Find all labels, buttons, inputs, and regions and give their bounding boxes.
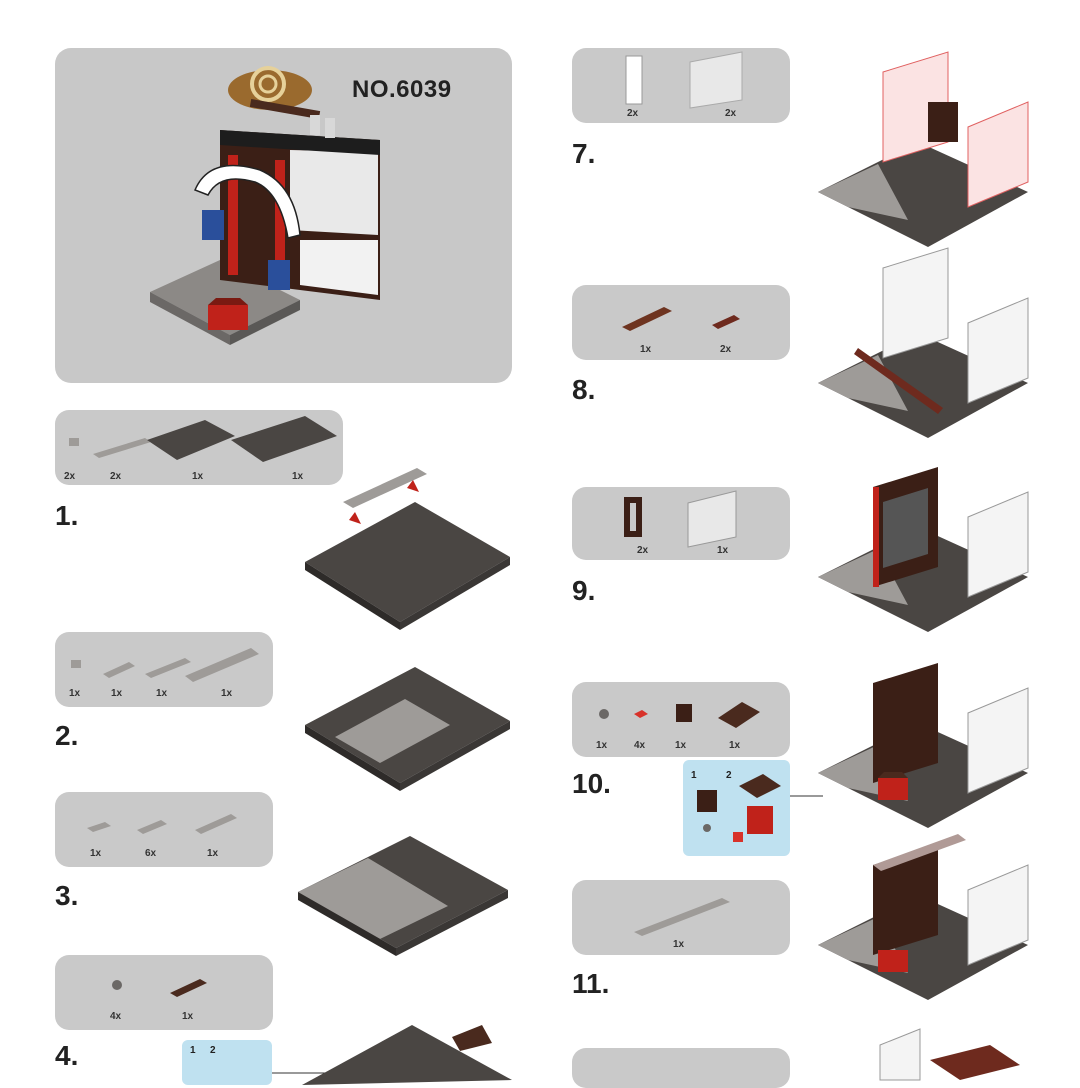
step-3-assembly (298, 836, 508, 956)
step-2-number: 2. (55, 720, 79, 751)
step-7-number: 7. (572, 138, 596, 169)
step-10-subassembly-icons (697, 774, 823, 842)
step-1-number: 1. (55, 500, 79, 531)
step-1-qty-2: 2x (110, 471, 122, 482)
step-11-qty-1: 1x (673, 939, 685, 950)
step-10-qty-2: 4x (634, 740, 646, 751)
step-8-parts-panel (572, 285, 790, 360)
step-4-part-icons (112, 979, 207, 997)
step-1-part-icons (69, 416, 337, 462)
step-4-substep-1: 1 (190, 1045, 196, 1056)
step-10-substep-2: 2 (726, 770, 732, 781)
step-8-number: 8. (572, 374, 596, 405)
step-10-part-icons (599, 702, 760, 728)
step-10-assembly (818, 663, 1029, 828)
step-7-part-icons (625, 51, 743, 109)
step-11-part-icons (634, 898, 730, 936)
step-2-assembly (305, 667, 510, 791)
step-8-qty-1: 1x (640, 344, 652, 355)
step-2-qty-1: 1x (69, 688, 81, 699)
step-7-qty-1: 2x (627, 108, 639, 119)
step-9-qty-2: 1x (717, 545, 729, 556)
finished-shop-model (150, 66, 380, 345)
step-9-number: 9. (572, 575, 596, 606)
step-8-qty-2: 2x (720, 344, 732, 355)
step-3-qty-3: 1x (207, 848, 219, 859)
step-9-part-icons (624, 490, 737, 548)
step-4-subassembly-callout (182, 1040, 272, 1085)
step-10-number: 10. (572, 768, 611, 799)
step-4-parts-panel (55, 955, 273, 1030)
step-10-substep-1: 1 (691, 770, 697, 781)
step-8-assembly (818, 247, 1029, 438)
step-10-qty-1: 1x (596, 740, 608, 751)
step-9-qty-1: 2x (637, 545, 649, 556)
step-1-qty-3: 1x (192, 471, 204, 482)
step-1-qty-1: 2x (64, 471, 76, 482)
step-12-assembly (879, 1028, 1020, 1081)
step-9-assembly (818, 467, 1029, 632)
step-2-qty-4: 1x (221, 688, 233, 699)
step-3-qty-1: 1x (90, 848, 102, 859)
step-10-qty-3: 1x (675, 740, 687, 751)
step-4-qty-1: 4x (110, 1011, 122, 1022)
step-2-part-icons (71, 648, 259, 682)
step-4-number: 4. (55, 1040, 79, 1071)
step-3-qty-2: 6x (145, 848, 157, 859)
step-8-part-icons (622, 307, 740, 331)
step-1-qty-4: 1x (292, 471, 304, 482)
step-12-parts-panel (572, 1048, 790, 1088)
step-10-qty-4: 1x (729, 740, 741, 751)
step-4-assembly (272, 1025, 512, 1085)
step-11-assembly (818, 834, 1029, 1000)
step-11-number: 11. (572, 968, 610, 999)
model-number: NO.6039 (352, 76, 452, 103)
step-3-part-icons (87, 814, 237, 834)
step-7-parts-panel (572, 48, 790, 123)
step-2-qty-3: 1x (156, 688, 168, 699)
step-4-qty-2: 1x (182, 1011, 194, 1022)
step-2-qty-2: 1x (111, 688, 123, 699)
step-3-number: 3. (55, 880, 79, 911)
step-9-parts-panel (572, 487, 790, 560)
step-7-qty-2: 2x (725, 108, 737, 119)
step-7-assembly (818, 51, 1029, 247)
step-4-substep-2: 2 (210, 1045, 216, 1056)
step-1-assembly (305, 468, 510, 630)
